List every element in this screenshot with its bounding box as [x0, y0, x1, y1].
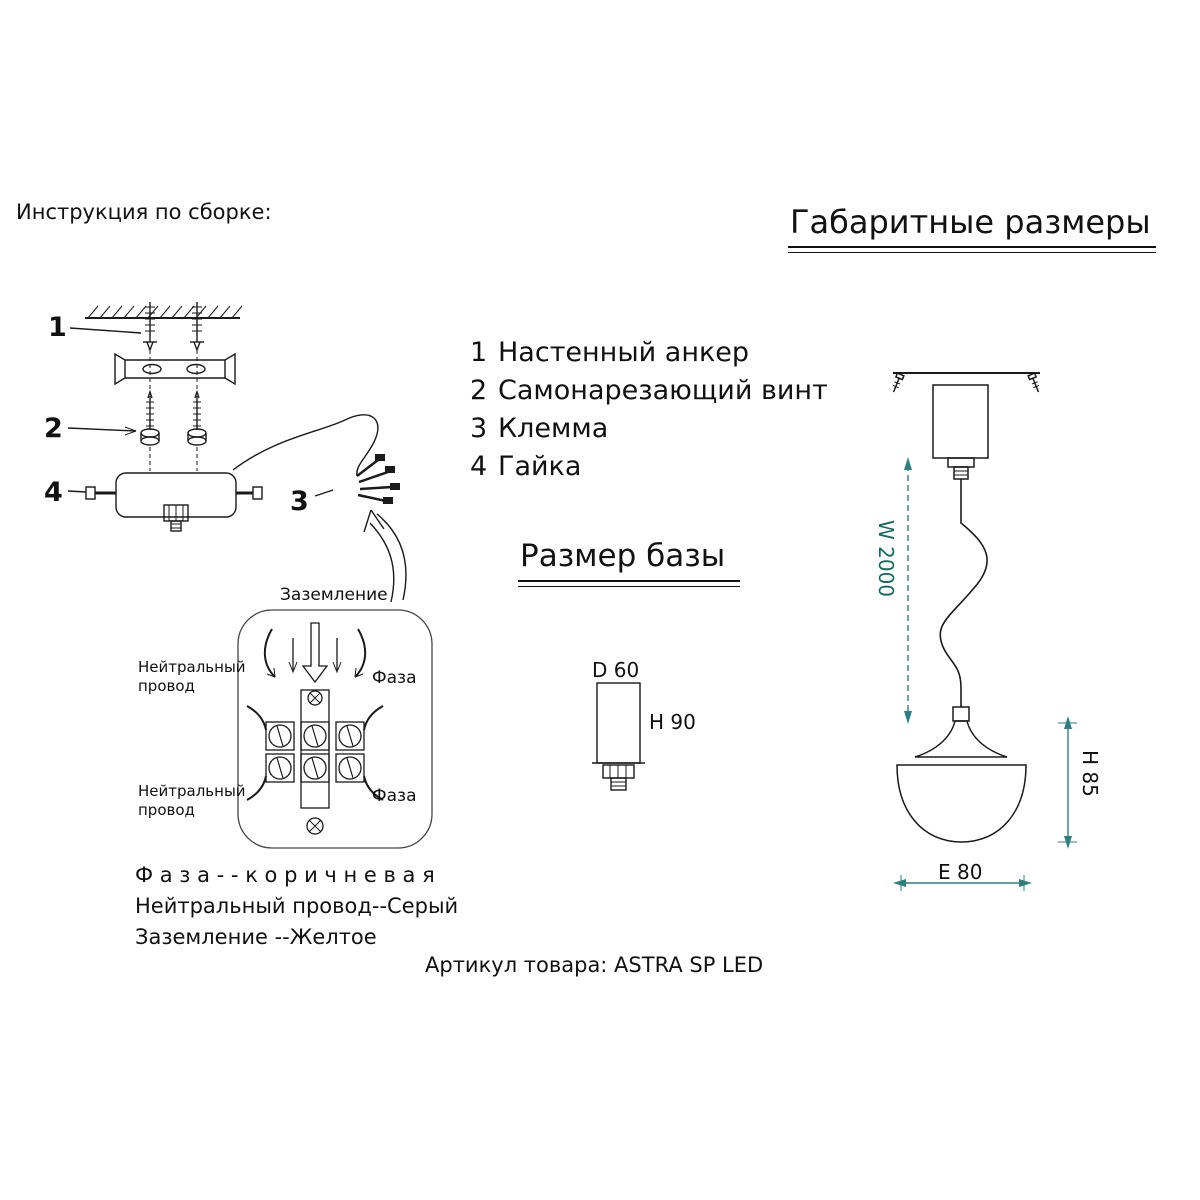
- legend-item-anchor: 1 Настенный анкер: [470, 334, 828, 372]
- callout-1-leader: [69, 327, 142, 334]
- terminal-block: [265, 689, 365, 835]
- base-diameter-label: D 60: [592, 658, 640, 682]
- base-height-label: H 90: [649, 710, 696, 734]
- callout-4: 4: [44, 477, 63, 508]
- mounting-bracket: [114, 352, 236, 386]
- terminal-connector: [356, 459, 393, 503]
- shade-bowl: [896, 764, 1027, 843]
- assembly-diagram: [67, 302, 407, 603]
- ground-wire-arrow: [301, 622, 329, 684]
- neutral-wire-label-top: Нейтральный провод: [138, 658, 246, 695]
- wire-color-ground: Заземление --Желтое: [135, 925, 377, 949]
- self-tapping-screw-right: [187, 389, 207, 446]
- legend-label: Самонарезающий винт: [498, 375, 828, 406]
- dimensions-title-underline: [788, 246, 1156, 253]
- wiring-box-outline: [237, 609, 433, 849]
- callout-2: 2: [44, 413, 63, 444]
- power-wire: [232, 414, 379, 477]
- phase-wire-label-bottom: Фаза: [372, 786, 417, 806]
- shade-diameter-label: E 80: [938, 860, 983, 884]
- pendant-diagram: [892, 372, 1040, 843]
- phase-wire-label-top: Фаза: [372, 668, 417, 688]
- ceiling-screw-right: [1027, 372, 1040, 393]
- right-hook-wire: [354, 628, 367, 678]
- legend-num: 2: [470, 375, 488, 406]
- shade-top: [914, 720, 1008, 758]
- dimension-lines: [893, 457, 1077, 891]
- canopy: [932, 384, 989, 459]
- alignment-guides: [149, 350, 198, 471]
- legend-label: Настенный анкер: [498, 337, 750, 368]
- neutral-wire-label-bottom: Нейтральный провод: [138, 782, 246, 819]
- ground-wire-label: Заземление: [280, 585, 388, 605]
- base-size-diagram: [592, 682, 645, 791]
- callout-4-leader: [67, 490, 87, 493]
- product-article: Артикул товара: ASTRA SP LED: [425, 953, 764, 977]
- base-size-underline: [518, 580, 740, 587]
- wire-color-phase: Ф а з а - - к о р и ч н е в а я: [135, 863, 435, 887]
- cord-length-label: W 2000: [874, 520, 898, 598]
- terminal-connector-tips: [375, 454, 400, 504]
- base-size-title: Размер базы: [520, 538, 726, 574]
- shade-height-label: H 85: [1078, 750, 1102, 797]
- canopy-nut: [947, 457, 975, 480]
- lamp-base-body: [85, 472, 263, 532]
- callout-1: 1: [48, 312, 67, 343]
- callout-3: 3: [290, 486, 309, 517]
- legend-num: 4: [470, 451, 488, 482]
- legend-item-terminal: 3 Клемма: [470, 410, 828, 448]
- legend-num: 1: [470, 337, 488, 368]
- left-hook-wire: [263, 628, 276, 678]
- side-entry-wires: [246, 705, 384, 801]
- legend-num: 3: [470, 413, 488, 444]
- suspension-cord: [939, 479, 988, 707]
- overall-dimensions-title: Габаритные размеры: [790, 203, 1151, 241]
- legend-label: Гайка: [498, 451, 582, 482]
- ceiling-screw-left: [892, 372, 905, 393]
- wiring-detail: [237, 609, 433, 849]
- wire-color-neutral: Нейтральный провод--Серый: [135, 894, 459, 918]
- dim-h85: [1058, 716, 1077, 849]
- callout-2-leader: [67, 426, 137, 436]
- wall-anchor-right: [190, 302, 204, 352]
- legend-label: Клемма: [498, 413, 609, 444]
- dim-w2000: [904, 457, 912, 724]
- cord-grip: [952, 706, 970, 722]
- wire-color-legend: Ф а з а - - к о р и ч н е в а я Нейтраль…: [135, 860, 458, 953]
- legend-item-nut: 4 Гайка: [470, 448, 828, 486]
- callout-3-leader: [314, 489, 334, 497]
- wall-anchor-left: [143, 302, 157, 352]
- legend-item-screw: 2 Самонарезающий винт: [470, 372, 828, 410]
- self-tapping-screw-left: [140, 389, 160, 446]
- assembly-instructions-title: Инструкция по сборке:: [16, 200, 272, 224]
- ceiling-hatch: [85, 305, 243, 319]
- insert-arrows: [288, 638, 342, 674]
